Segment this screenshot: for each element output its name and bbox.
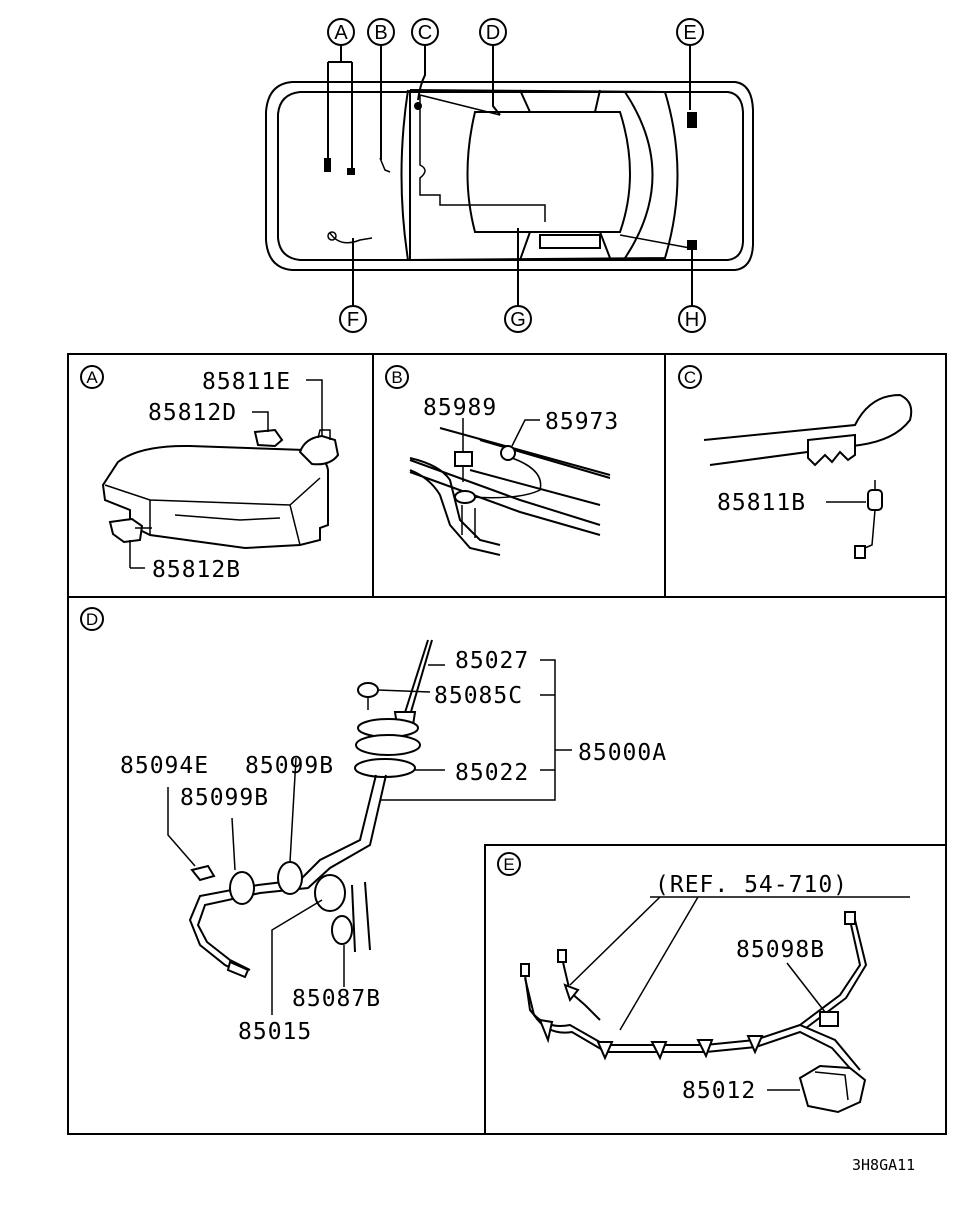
locator-e-label: E bbox=[683, 22, 696, 44]
harness-clips bbox=[538, 983, 764, 1061]
locator-a-label: A bbox=[334, 22, 348, 44]
label-85812d: 85812D bbox=[148, 400, 237, 426]
panel-d: D 85027 85085C bbox=[80, 607, 667, 1045]
label-85015: 85015 bbox=[238, 1019, 312, 1045]
locator-b-label: B bbox=[374, 22, 387, 44]
base-ring bbox=[355, 734, 421, 756]
sensor-85811b bbox=[867, 489, 883, 511]
locator-h-label: H bbox=[685, 309, 699, 331]
locator-f: F bbox=[339, 305, 367, 333]
grommet-85099b-2 bbox=[277, 861, 303, 895]
module-85012 bbox=[798, 1064, 867, 1114]
locator-b: B bbox=[367, 18, 395, 46]
label-85098b: 85098B bbox=[736, 937, 825, 963]
panel-e-letter: E bbox=[503, 855, 514, 874]
label-85973: 85973 bbox=[545, 409, 619, 435]
label-85087b: 85087B bbox=[292, 986, 381, 1012]
label-85027: 85027 bbox=[455, 648, 529, 674]
label-85812b: 85812B bbox=[152, 557, 241, 583]
label-85022: 85022 bbox=[455, 760, 529, 786]
panel-a-letter: A bbox=[86, 368, 98, 387]
clip-85811e bbox=[298, 434, 340, 466]
panel-c-letter: C bbox=[684, 368, 696, 387]
cap-85087b bbox=[331, 915, 353, 945]
nut-85085c bbox=[357, 682, 379, 698]
label-85099b-lower: 85099B bbox=[180, 785, 269, 811]
locator-f-label: F bbox=[347, 309, 359, 331]
grommet-85099b-1 bbox=[229, 871, 255, 905]
grommet-85015 bbox=[314, 874, 346, 912]
locator-g-label: G bbox=[510, 309, 526, 331]
panel-e: E (REF. 54-710) 85098B 850 bbox=[497, 852, 910, 1114]
label-85099b-upper: 85099B bbox=[245, 753, 334, 779]
locator-d-label: D bbox=[486, 22, 500, 44]
label-85000a: 85000A bbox=[578, 740, 667, 766]
locator-c: C bbox=[411, 18, 439, 46]
panel-b: B 85989 85973 bbox=[385, 365, 619, 556]
label-85012: 85012 bbox=[682, 1078, 756, 1104]
label-85989: 85989 bbox=[423, 395, 497, 421]
bolt-85989 bbox=[454, 451, 473, 467]
locator-d: D bbox=[479, 18, 507, 46]
car-overview bbox=[265, 44, 754, 306]
clip-85094e bbox=[190, 864, 216, 882]
diagram-code: 3H8GA11 bbox=[852, 1156, 915, 1174]
locator-c-label: C bbox=[418, 22, 432, 44]
panel-b-letter: B bbox=[391, 368, 402, 387]
locator-e: E bbox=[676, 18, 704, 46]
locator-g: G bbox=[504, 305, 532, 333]
clip-85812d bbox=[253, 428, 284, 448]
panel-frames bbox=[67, 353, 947, 1135]
label-85811b: 85811B bbox=[717, 490, 806, 516]
bracket-c bbox=[807, 433, 856, 467]
label-85811e: 85811E bbox=[202, 369, 291, 395]
locator-h: H bbox=[678, 305, 706, 333]
panel-d-letter: D bbox=[86, 610, 98, 629]
strap-terminal bbox=[500, 445, 516, 461]
reference-label: (REF. 54-710) bbox=[655, 872, 848, 898]
panel-c: C 85811B bbox=[678, 365, 913, 559]
panel-a: A 85811E 85812D 85812B bbox=[80, 365, 340, 583]
bolt-85098b bbox=[819, 1011, 839, 1027]
label-85094e: 85094E bbox=[120, 753, 209, 779]
clip-85812b bbox=[108, 517, 144, 544]
label-85085c: 85085C bbox=[434, 683, 523, 709]
seal-85022 bbox=[354, 758, 416, 778]
locator-a: A bbox=[327, 18, 355, 46]
